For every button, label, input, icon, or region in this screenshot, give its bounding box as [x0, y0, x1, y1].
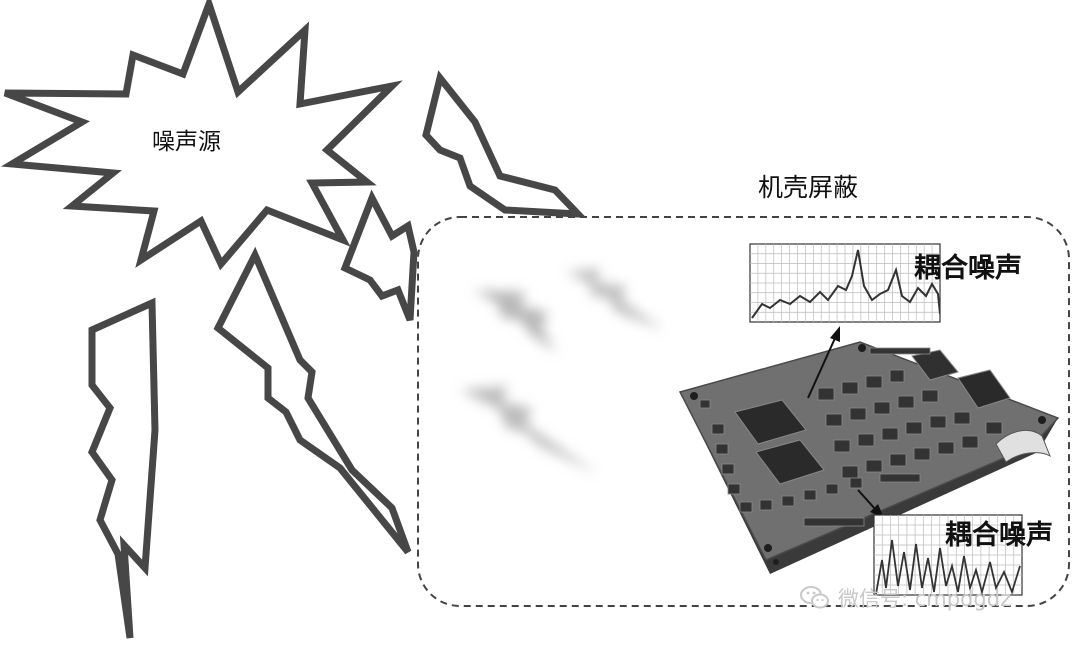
attenuated-bolt-3	[460, 386, 598, 474]
spectrum-plot-top-grid	[750, 244, 940, 322]
watermark-text: 微信号: cmpdgdz	[838, 587, 1012, 611]
pcb-chip-large-4	[911, 349, 959, 381]
circuit-board	[678, 341, 1060, 574]
noise-source-starburst	[0, 0, 403, 271]
attenuated-bolt-2	[566, 268, 664, 330]
spectrum-plot-bottom	[873, 514, 1023, 596]
arrow-to-bottom-plot	[857, 489, 877, 511]
chassis-shield-label: 机壳屏蔽	[758, 173, 859, 202]
lightning-bolt-middle	[213, 246, 412, 555]
arrow-head-top	[830, 326, 840, 342]
chassis-shield-boundary	[417, 216, 1070, 607]
arrow-to-top-plot	[807, 335, 837, 399]
wechat-icon	[800, 586, 829, 609]
coupled-noise-label-bottom: 耦合噪声	[945, 520, 1053, 551]
attenuated-bolt-1	[474, 290, 556, 352]
noise-source-label: 噪声源	[152, 129, 221, 155]
watermark: 微信号: cmpdgdz	[800, 584, 1011, 612]
spectrum-trace-top	[751, 249, 940, 319]
spectrum-plot-top	[749, 243, 941, 323]
attenuated-noise-bolts	[460, 268, 664, 474]
pcb-chip-large-2	[755, 439, 825, 485]
ribbon-cable	[995, 429, 1052, 463]
pcb-components	[699, 347, 1003, 527]
lightning-bolt-left	[88, 297, 159, 639]
pcb-chip-large-1	[734, 399, 807, 445]
pcb-chip-large-3	[957, 369, 1011, 409]
coupled-noise-label-top: 耦合噪声	[914, 253, 1022, 284]
coupling-arrows	[807, 326, 884, 518]
lightning-bolt-top-right	[422, 70, 587, 218]
spectrum-trace-bottom	[875, 539, 1021, 595]
lightning-bolt-inner	[340, 189, 418, 322]
